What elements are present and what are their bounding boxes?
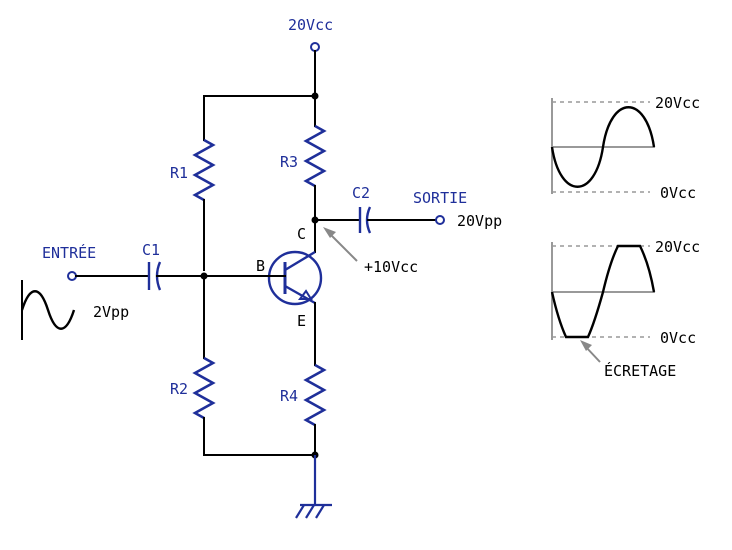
clipping-arrow [580,340,601,363]
c1-capacitor [67,261,205,291]
npn-transistor [267,250,323,306]
r4-resistor [303,302,327,456]
clipping-label: ÉCRETAGE [604,361,676,380]
input-label: ENTRÉE [42,243,96,262]
c2-capacitor [314,206,445,234]
output-label: SORTIE [413,189,467,207]
emitter-label: E [297,312,306,330]
r1-label: R1 [170,164,188,182]
vcc-terminal [310,42,320,97]
bottom-wave-min-label: 0Vcc [660,329,696,347]
base-label: B [256,257,265,275]
bias-arrow [323,227,358,262]
c2-label: C2 [352,184,370,202]
r3-label: R3 [280,153,298,171]
vcc-label: 20Vcc [288,16,333,34]
output-waveform-unclipped [550,98,656,194]
input-waveform [20,280,76,340]
top-wave-min-label: 0Vcc [660,184,696,202]
c1-label: C1 [142,241,160,259]
r2-resistor [192,275,216,456]
output-waveform-clipped [550,242,656,340]
input-amplitude: 2Vpp [93,303,129,321]
r1-resistor [192,95,216,271]
ground-symbol [295,455,332,519]
output-amplitude: 20Vpp [457,212,502,230]
r3-resistor [303,95,327,221]
r2-label: R2 [170,380,188,398]
collector-label: C [297,225,306,243]
r4-label: R4 [280,387,298,405]
bottom-wave-max-label: 20Vcc [655,238,700,256]
top-wave-max-label: 20Vcc [655,94,700,112]
collector-bias-label: +10Vcc [364,258,418,276]
